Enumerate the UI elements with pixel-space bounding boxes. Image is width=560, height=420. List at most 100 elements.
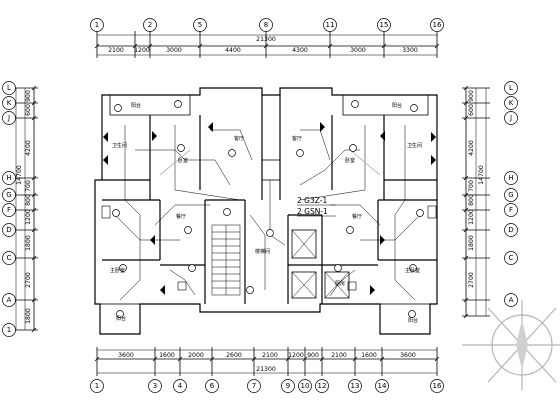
left-dim-7: 1800 <box>25 235 32 251</box>
dimension-slash <box>31 227 37 233</box>
dimension-slash <box>463 297 469 303</box>
left-dims: 900 600 4200 700 800 1200 1800 2700 1800 <box>25 90 32 324</box>
svg-text:J: J <box>509 114 512 122</box>
cabinet-label-2: 2 GSN-1 <box>297 207 328 216</box>
axis-bubble: H <box>2 171 16 185</box>
left-dimension-area: 900 600 4200 700 800 1200 1800 2700 1800… <box>2 81 38 337</box>
axis-bubble: F <box>504 203 518 217</box>
svg-text:F: F <box>509 206 513 214</box>
svg-text:11: 11 <box>326 21 335 29</box>
dimension-slash <box>463 115 469 121</box>
bottom-dim-5: 2100 <box>262 352 278 359</box>
top-dim-6: 3000 <box>350 47 366 54</box>
top-dim-5: 4300 <box>292 47 308 54</box>
room-dining-left: 餐厅 <box>176 213 186 220</box>
bottom-dimension-area: 3600 1600 2000 2600 2100 1200 900 2100 1… <box>90 347 444 393</box>
top-dim-4: 4400 <box>225 47 241 54</box>
room-dining-right: 餐厅 <box>352 213 362 220</box>
bottom-dim-10: 3600 <box>400 352 416 359</box>
axis-bubble: J <box>504 111 518 125</box>
dimension-slash <box>197 43 203 49</box>
dimension-slash <box>352 356 358 362</box>
axis-bubble: 1 <box>2 323 16 337</box>
room-labels: 阳台 阳台 卧室 卧室 客厅 客厅 餐厅 餐厅 主卧室 主卧室 阳台 阳台 楼梯… <box>110 102 422 324</box>
bottom-dim-9: 1600 <box>361 352 377 359</box>
svg-text:K: K <box>509 99 514 107</box>
svg-text:13: 13 <box>351 382 360 390</box>
right-axis-bubbles: L K J H G F D C A E <box>504 81 518 307</box>
dimension-slash <box>31 85 37 91</box>
svg-text:1: 1 <box>95 382 99 390</box>
dimension-slash <box>251 356 257 362</box>
axis-bubble: 16 <box>430 18 444 32</box>
svg-text:9: 9 <box>286 382 290 390</box>
room-living-left: 客厅 <box>234 135 244 142</box>
axis-bubble: 13 <box>348 379 362 393</box>
svg-text:L: L <box>7 84 11 92</box>
staircase <box>211 224 241 296</box>
top-total-dim: 21300 <box>256 36 276 43</box>
dimension-slash <box>434 43 440 49</box>
dimension-slash <box>381 43 387 49</box>
balcony-top-right <box>342 94 429 116</box>
left-dim-6: 1200 <box>25 209 32 225</box>
axis-bubble: 8 <box>259 18 273 32</box>
axis-bubble: D <box>504 223 518 237</box>
svg-text:G: G <box>6 191 11 199</box>
axis-bubble: J <box>2 111 16 125</box>
center-shaft <box>261 159 281 181</box>
left-dim-8: 2700 <box>25 272 32 288</box>
room-balcony-bottom-left: 阳台 <box>116 315 126 322</box>
axis-bubble: 2 <box>143 18 157 32</box>
balcony-bottom-left <box>99 303 141 335</box>
right-total-dim: 14700 <box>478 165 485 185</box>
top-dim-1: 2100 <box>108 47 124 54</box>
outer-wall <box>94 87 438 335</box>
right-dim-1: 900 <box>468 90 475 102</box>
dimension-slash <box>463 207 469 213</box>
axis-bubble: L <box>2 81 16 95</box>
svg-text:D: D <box>508 226 513 234</box>
axis-bubble: 12 <box>315 379 329 393</box>
dimension-slash <box>31 255 37 261</box>
room-bedroom-left: 卧室 <box>178 157 188 164</box>
dimension-slash <box>463 85 469 91</box>
right-dim-3: 4200 <box>468 140 475 156</box>
svg-text:D: D <box>6 226 11 234</box>
axis-bubble: 16 <box>430 379 444 393</box>
svg-text:5: 5 <box>198 21 202 29</box>
fixtures <box>101 100 437 318</box>
bottom-dim-2: 1600 <box>159 352 175 359</box>
room-toilet-left: 卫生间 <box>112 142 127 149</box>
dimension-slash <box>285 356 291 362</box>
axis-bubble: K <box>2 96 16 110</box>
dimension-slash <box>177 356 183 362</box>
bottom-total-dim: 21300 <box>256 366 276 373</box>
dimension-slash <box>327 43 333 49</box>
svg-text:C: C <box>7 254 12 262</box>
axis-bubble: 11 <box>323 18 337 32</box>
svg-text:4: 4 <box>178 382 183 390</box>
svg-text:2: 2 <box>148 21 152 29</box>
right-dim-4: 700 <box>468 180 475 192</box>
dimension-slash <box>94 356 100 362</box>
bottom-dims: 3600 1600 2000 2600 2100 1200 900 2100 1… <box>118 352 416 359</box>
axis-bubble: F <box>2 203 16 217</box>
bottom-dim-3: 2000 <box>188 352 204 359</box>
bottom-dim-4: 2600 <box>226 352 242 359</box>
svg-text:F: F <box>7 206 11 214</box>
right-dims: 900 600 4200 700 800 1200 1800 2700 <box>468 90 475 288</box>
dimension-slash <box>263 43 269 49</box>
distribution-cabinets: 2 G3Z-1 2 GSN-1 <box>297 196 336 217</box>
dimension-slash <box>434 356 440 362</box>
room-balcony-top-left: 阳台 <box>131 102 141 109</box>
axis-bubble: A <box>2 293 16 307</box>
dimension-slash <box>147 43 153 49</box>
svg-text:J: J <box>7 114 10 122</box>
axis-bubble: 7 <box>247 379 261 393</box>
dimension-slash <box>152 356 158 362</box>
svg-text:1: 1 <box>7 326 11 334</box>
dimension-slash <box>31 192 37 198</box>
left-total-dim: 14700 <box>16 165 23 185</box>
axis-bubble: 10 <box>298 379 312 393</box>
